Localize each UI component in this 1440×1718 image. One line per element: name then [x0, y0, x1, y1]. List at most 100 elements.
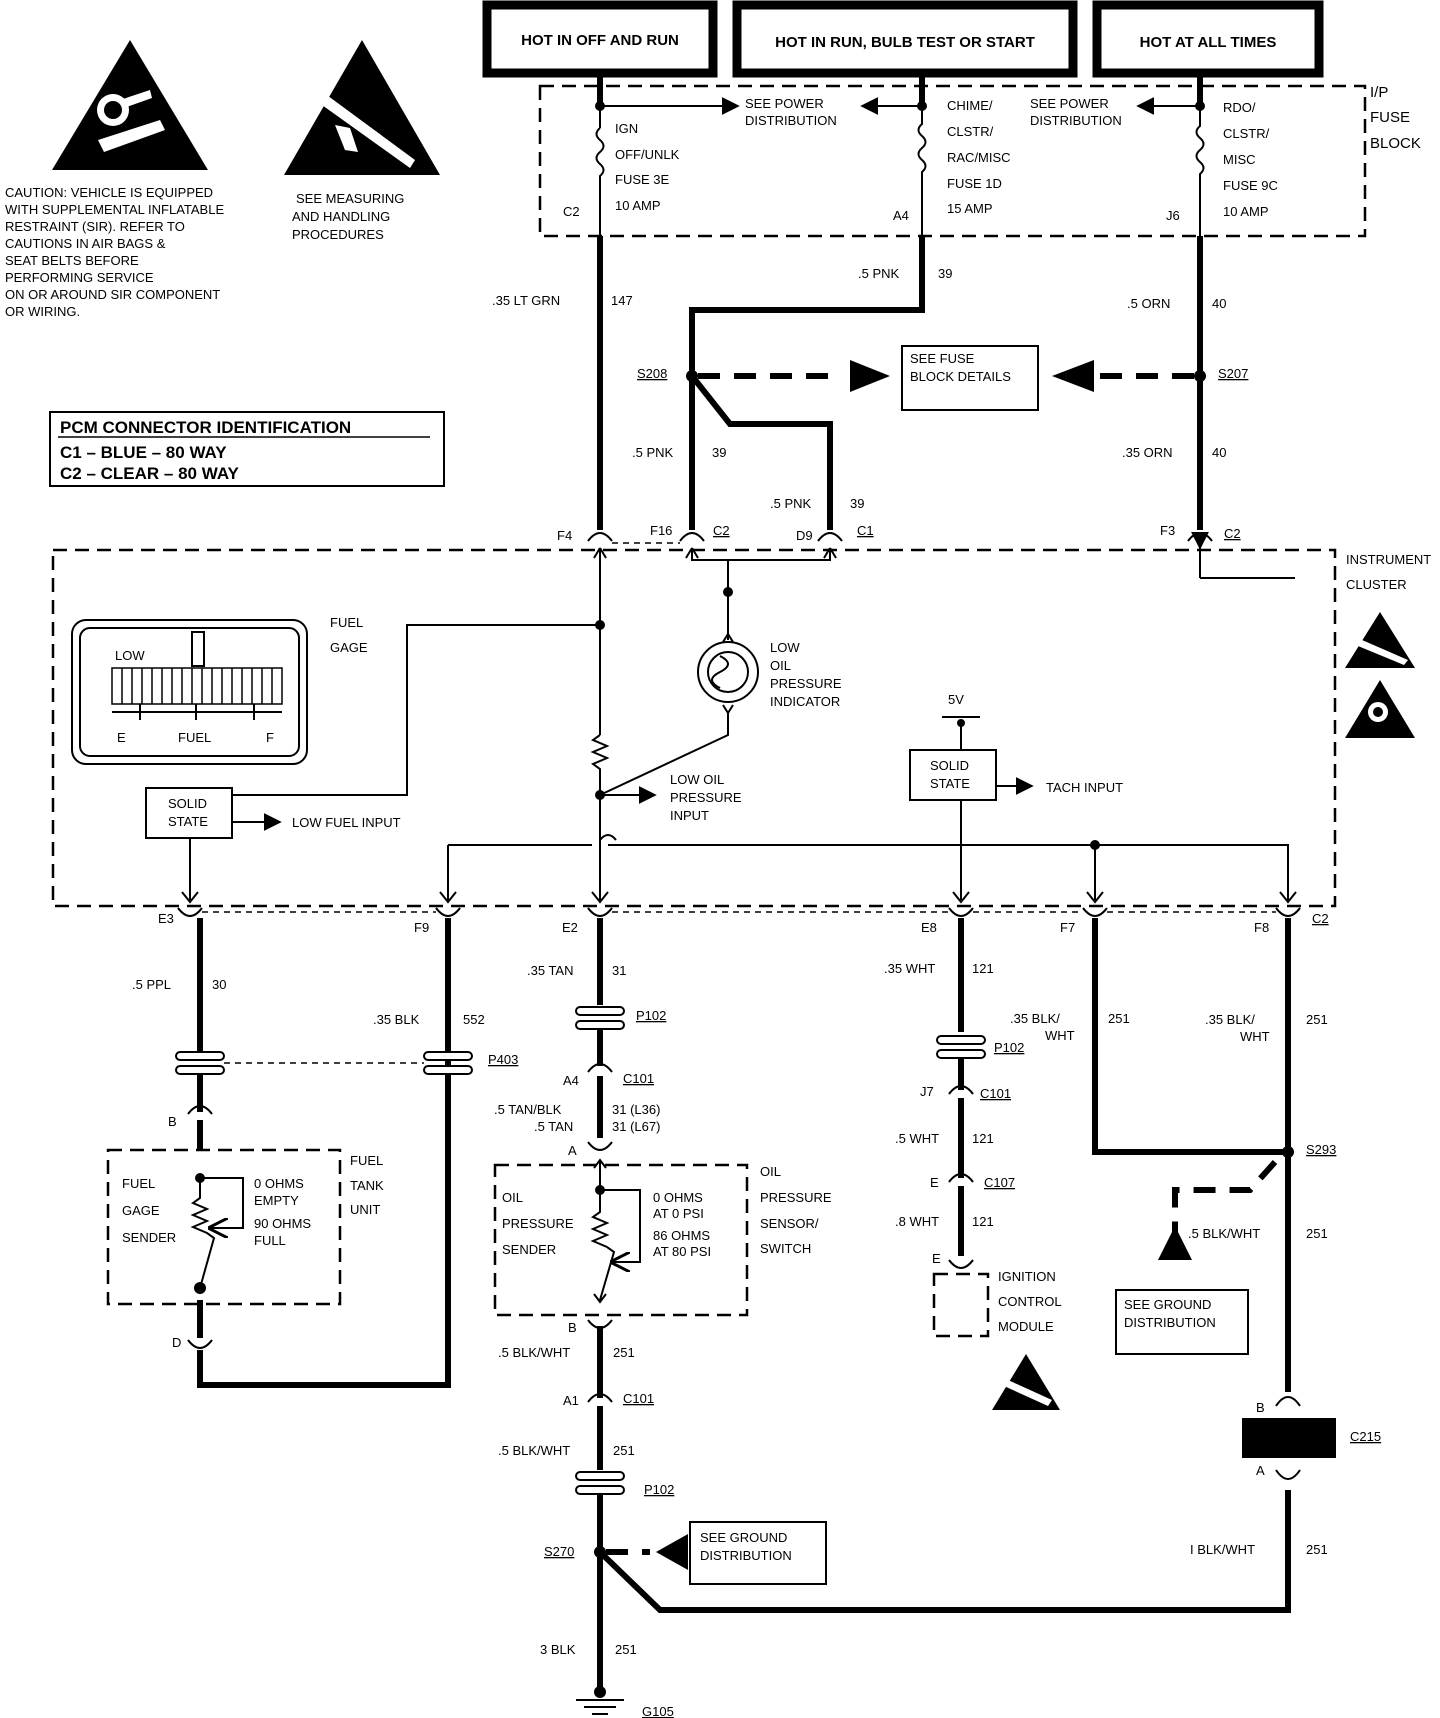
svg-text:WHT: WHT — [1045, 1028, 1075, 1043]
svg-text:SEE GROUND: SEE GROUND — [1124, 1297, 1211, 1312]
svg-text:251: 251 — [1108, 1011, 1130, 1026]
svg-text:.35 ORN: .35 ORN — [1122, 445, 1173, 460]
svg-text:BLOCK DETAILS: BLOCK DETAILS — [910, 369, 1011, 384]
svg-text:SEE GROUND: SEE GROUND — [700, 1530, 787, 1545]
svg-text:OIL: OIL — [760, 1164, 781, 1179]
svg-text:PCM CONNECTOR IDENTIFICATION: PCM CONNECTOR IDENTIFICATION — [60, 418, 351, 437]
svg-text:E2: E2 — [562, 920, 578, 935]
svg-text:I/P: I/P — [1370, 84, 1388, 101]
svg-text:INSTRUMENT: INSTRUMENT — [1346, 552, 1431, 567]
svg-text:251: 251 — [613, 1443, 635, 1458]
svg-text:121: 121 — [972, 1131, 994, 1146]
svg-text:31 (L67): 31 (L67) — [612, 1119, 660, 1134]
svg-text:0 OHMS: 0 OHMS — [254, 1176, 304, 1191]
upper-wiring: .35 LT GRN 147 .5 PNK 39 .5 ORN 40 S208 … — [492, 236, 1248, 530]
esd-icon-cluster-1 — [1345, 612, 1415, 668]
svg-text:INPUT: INPUT — [670, 808, 709, 823]
svg-text:.5 PNK: .5 PNK — [858, 266, 900, 281]
svg-text:40: 40 — [1212, 296, 1226, 311]
svg-text:AND HANDLING: AND HANDLING — [292, 209, 390, 224]
sir-caution-text: CAUTION: VEHICLE IS EQUIPPED WITH SUPPLE… — [5, 185, 224, 319]
svg-text:TACH INPUT: TACH INPUT — [1046, 780, 1123, 795]
svg-text:AT 80 PSI: AT 80 PSI — [653, 1244, 711, 1259]
svg-text:.35 BLK: .35 BLK — [373, 1012, 420, 1027]
svg-text:251: 251 — [1306, 1012, 1328, 1027]
svg-text:0 OHMS: 0 OHMS — [653, 1190, 703, 1205]
svg-text:LOW: LOW — [115, 648, 145, 663]
svg-text:DISTRIBUTION: DISTRIBUTION — [1030, 113, 1122, 128]
svg-text:F16: F16 — [650, 523, 672, 538]
svg-text:CHIME/: CHIME/ — [947, 98, 993, 113]
svg-text:F8: F8 — [1254, 920, 1269, 935]
svg-text:RDO/: RDO/ — [1223, 100, 1256, 115]
svg-text:CLUSTER: CLUSTER — [1346, 577, 1407, 592]
svg-text:.5 BLK/WHT: .5 BLK/WHT — [498, 1443, 570, 1458]
svg-text:D: D — [172, 1335, 181, 1350]
svg-text:FULL: FULL — [254, 1233, 286, 1248]
svg-text:A: A — [1256, 1463, 1265, 1478]
svg-text:S270: S270 — [544, 1544, 574, 1559]
svg-text:OR WIRING.: OR WIRING. — [5, 304, 80, 319]
svg-text:STATE: STATE — [168, 814, 208, 829]
svg-text:E3: E3 — [158, 911, 174, 926]
svg-text:UNIT: UNIT — [350, 1202, 380, 1217]
svg-text:552: 552 — [463, 1012, 485, 1027]
svg-text:SWITCH: SWITCH — [760, 1241, 811, 1256]
svg-text:WHT: WHT — [1240, 1029, 1270, 1044]
svg-text:A4: A4 — [893, 208, 909, 223]
svg-text:10 AMP: 10 AMP — [615, 198, 661, 213]
svg-text:FUSE 9C: FUSE 9C — [1223, 178, 1278, 193]
header-box-all-times: HOT AT ALL TIMES — [1092, 0, 1324, 78]
svg-text:E: E — [932, 1251, 941, 1266]
svg-text:DISTRIBUTION: DISTRIBUTION — [745, 113, 837, 128]
svg-text:CONTROL: CONTROL — [998, 1294, 1062, 1309]
svg-text:40: 40 — [1212, 445, 1226, 460]
svg-text:SEE POWER: SEE POWER — [745, 96, 824, 111]
svg-text:LOW OIL: LOW OIL — [670, 772, 724, 787]
svg-text:SENSOR/: SENSOR/ — [760, 1216, 819, 1231]
svg-text:39: 39 — [712, 445, 726, 460]
svg-text:INDICATOR: INDICATOR — [770, 694, 840, 709]
svg-text:.5 BLK/WHT: .5 BLK/WHT — [498, 1345, 570, 1360]
instrument-cluster: INSTRUMENT CLUSTER F4 F16 C2 D9 C1 F3 C2 — [51, 523, 1431, 908]
svg-text:DISTRIBUTION: DISTRIBUTION — [1124, 1315, 1216, 1330]
svg-text:A1: A1 — [563, 1393, 579, 1408]
svg-text:F3: F3 — [1160, 523, 1175, 538]
svg-text:B: B — [568, 1320, 577, 1335]
fuse-block: I/P FUSE BLOCK SEE POWER DISTRIBUTION IG… — [538, 77, 1421, 238]
svg-text:251: 251 — [1306, 1226, 1328, 1241]
svg-text:A: A — [568, 1143, 577, 1158]
svg-text:OFF/UNLK: OFF/UNLK — [615, 147, 680, 162]
svg-text:251: 251 — [1306, 1542, 1328, 1557]
svg-text:147: 147 — [611, 293, 633, 308]
svg-text:C1 – BLUE – 80 WAY: C1 – BLUE – 80 WAY — [60, 443, 227, 462]
top-pins: F4 F16 C2 D9 C1 F3 C2 — [557, 523, 1295, 579]
svg-text:BLOCK: BLOCK — [1370, 135, 1421, 152]
svg-text:P102: P102 — [644, 1482, 674, 1497]
svg-text:C107: C107 — [984, 1175, 1015, 1190]
svg-text:S293: S293 — [1306, 1142, 1336, 1157]
svg-text:10 AMP: 10 AMP — [1223, 204, 1269, 219]
svg-text:CLSTR/: CLSTR/ — [1223, 126, 1270, 141]
svg-text:SEE POWER: SEE POWER — [1030, 96, 1109, 111]
svg-text:FUEL: FUEL — [178, 730, 211, 745]
svg-text:15 AMP: 15 AMP — [947, 201, 993, 216]
svg-text:PRESSURE: PRESSURE — [502, 1216, 574, 1231]
svg-text:251: 251 — [613, 1345, 635, 1360]
svg-text:OIL: OIL — [770, 658, 791, 673]
svg-text:.8 WHT: .8 WHT — [895, 1214, 939, 1229]
svg-text:SEE MEASURING: SEE MEASURING — [296, 191, 404, 206]
svg-text:F7: F7 — [1060, 920, 1075, 935]
svg-text:SEAT BELTS BEFORE: SEAT BELTS BEFORE — [5, 253, 139, 268]
svg-text:FUEL: FUEL — [330, 615, 363, 630]
svg-text:HOT AT ALL TIMES: HOT AT ALL TIMES — [1140, 34, 1277, 51]
svg-text:I BLK/WHT: I BLK/WHT — [1190, 1542, 1255, 1557]
svg-text:EMPTY: EMPTY — [254, 1193, 299, 1208]
svg-text:RESTRAINT (SIR). REFER TO: RESTRAINT (SIR). REFER TO — [5, 219, 185, 234]
svg-text:LOW FUEL INPUT: LOW FUEL INPUT — [292, 815, 401, 830]
svg-text:GAGE: GAGE — [122, 1203, 160, 1218]
svg-text:PRESSURE: PRESSURE — [760, 1190, 832, 1205]
svg-text:86 OHMS: 86 OHMS — [653, 1228, 710, 1243]
ground-g105-icon — [576, 1686, 624, 1715]
